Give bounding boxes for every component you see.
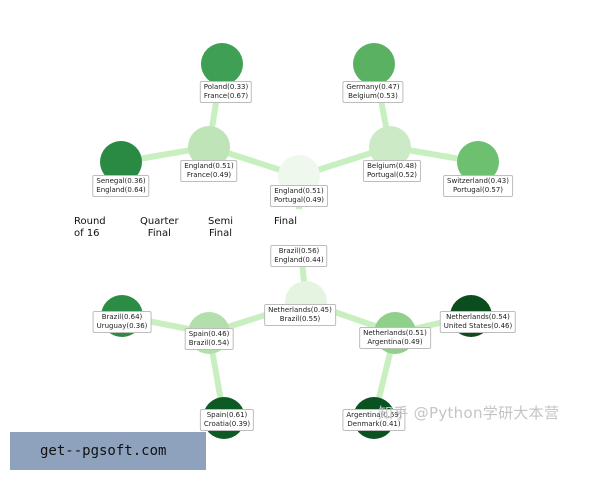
match-label-line: Brazil(0.54) <box>188 339 230 347</box>
match-label-ned-usa: Netherlands(0.54)United States(0.46) <box>439 311 517 333</box>
match-label-line: Switzerland(0.43) <box>447 177 509 185</box>
stage-label-line: Semi <box>208 216 234 227</box>
match-label-line: Brazil(0.55) <box>279 315 321 323</box>
match-label-line: Germany(0.47) <box>346 83 400 91</box>
match-label-pol-fra: Poland(0.33)France(0.67) <box>199 81 253 103</box>
match-node-sui-por <box>457 141 499 183</box>
stage-label-line: Quarter <box>140 216 179 227</box>
match-label-line: Brazil(0.56) <box>278 247 320 255</box>
match-label-line: Netherlands(0.45) <box>268 306 332 314</box>
match-label-line: Croatia(0.39) <box>203 420 251 428</box>
footer-bar: get--pgsoft.com <box>10 432 206 470</box>
match-label-line: Poland(0.33) <box>203 83 249 91</box>
match-label-line: Netherlands(0.54) <box>446 313 510 321</box>
match-label-bra-uru: Brazil(0.64)Uruguay(0.36) <box>92 311 152 333</box>
match-label-spa-cro: Spain(0.61)Croatia(0.39) <box>199 409 255 431</box>
stage-label-line: Round <box>74 216 106 227</box>
match-label-line: Belgium(0.53) <box>348 92 398 100</box>
match-node-bra-eng <box>278 209 320 251</box>
match-label-line: France(0.67) <box>203 92 249 100</box>
match-label-line: France(0.49) <box>186 171 232 179</box>
match-label-line: Argentina(0.49) <box>367 338 423 346</box>
match-label-ned-arg: Netherlands(0.51)Argentina(0.49) <box>359 327 431 349</box>
match-label-sui-por: Switzerland(0.43)Portugal(0.57) <box>443 175 513 197</box>
match-label-line: Portugal(0.57) <box>452 186 504 194</box>
match-node-sen-eng <box>100 141 142 183</box>
match-node-ger-bel <box>353 43 395 85</box>
match-label-line: Netherlands(0.51) <box>363 329 427 337</box>
match-label-line: Brazil(0.64) <box>101 313 143 321</box>
match-label-ger-bel: Germany(0.47)Belgium(0.53) <box>342 81 404 103</box>
match-label-line: Argentina(0.59) <box>346 411 402 419</box>
match-label-sen-eng: Senegal(0.36)England(0.64) <box>92 175 150 197</box>
stage-label-line: Final <box>274 216 298 227</box>
match-label-line: Denmark(0.41) <box>347 420 401 428</box>
match-label-line: Uruguay(0.36) <box>96 322 148 330</box>
match-label-line: Portugal(0.49) <box>273 196 325 204</box>
match-label-line: England(0.64) <box>96 186 146 194</box>
match-label-arg-den: Argentina(0.59)Denmark(0.41) <box>342 409 406 431</box>
stage-label-line: of 16 <box>74 228 100 239</box>
match-label-line: Spain(0.46) <box>188 330 230 338</box>
match-label-spa-bra: Spain(0.46)Brazil(0.54) <box>184 328 234 350</box>
stage-label-f: Final <box>274 216 297 228</box>
stage-label-line: Final <box>147 228 171 239</box>
match-node-eng-fra <box>188 126 230 168</box>
stage-label-line: Final <box>208 228 233 239</box>
match-label-line: Portugal(0.52) <box>366 171 418 179</box>
match-label-line: Spain(0.61) <box>206 411 248 419</box>
watermark-text: 知乎 @Python学研大本营 <box>378 404 560 422</box>
match-label-line: England(0.51) <box>184 162 234 170</box>
match-label-eng-por: England(0.51)Portugal(0.49) <box>269 185 329 207</box>
match-label-bra-eng: Brazil(0.56)England(0.44) <box>270 245 328 267</box>
match-label-line: Belgium(0.48) <box>367 162 417 170</box>
match-label-line: England(0.44) <box>274 256 324 264</box>
match-label-line: England(0.51) <box>274 187 324 195</box>
match-label-eng-fra: England(0.51)France(0.49) <box>180 160 238 182</box>
match-label-bel-por: Belgium(0.48)Portugal(0.52) <box>362 160 422 182</box>
match-label-line: United States(0.46) <box>443 322 513 330</box>
match-label-ned-bra: Netherlands(0.45)Brazil(0.55) <box>264 304 336 326</box>
footer-link[interactable]: get--pgsoft.com <box>40 443 167 459</box>
match-node-bel-por <box>369 126 411 168</box>
match-node-pol-fra <box>201 43 243 85</box>
match-label-line: Senegal(0.36) <box>96 177 146 185</box>
